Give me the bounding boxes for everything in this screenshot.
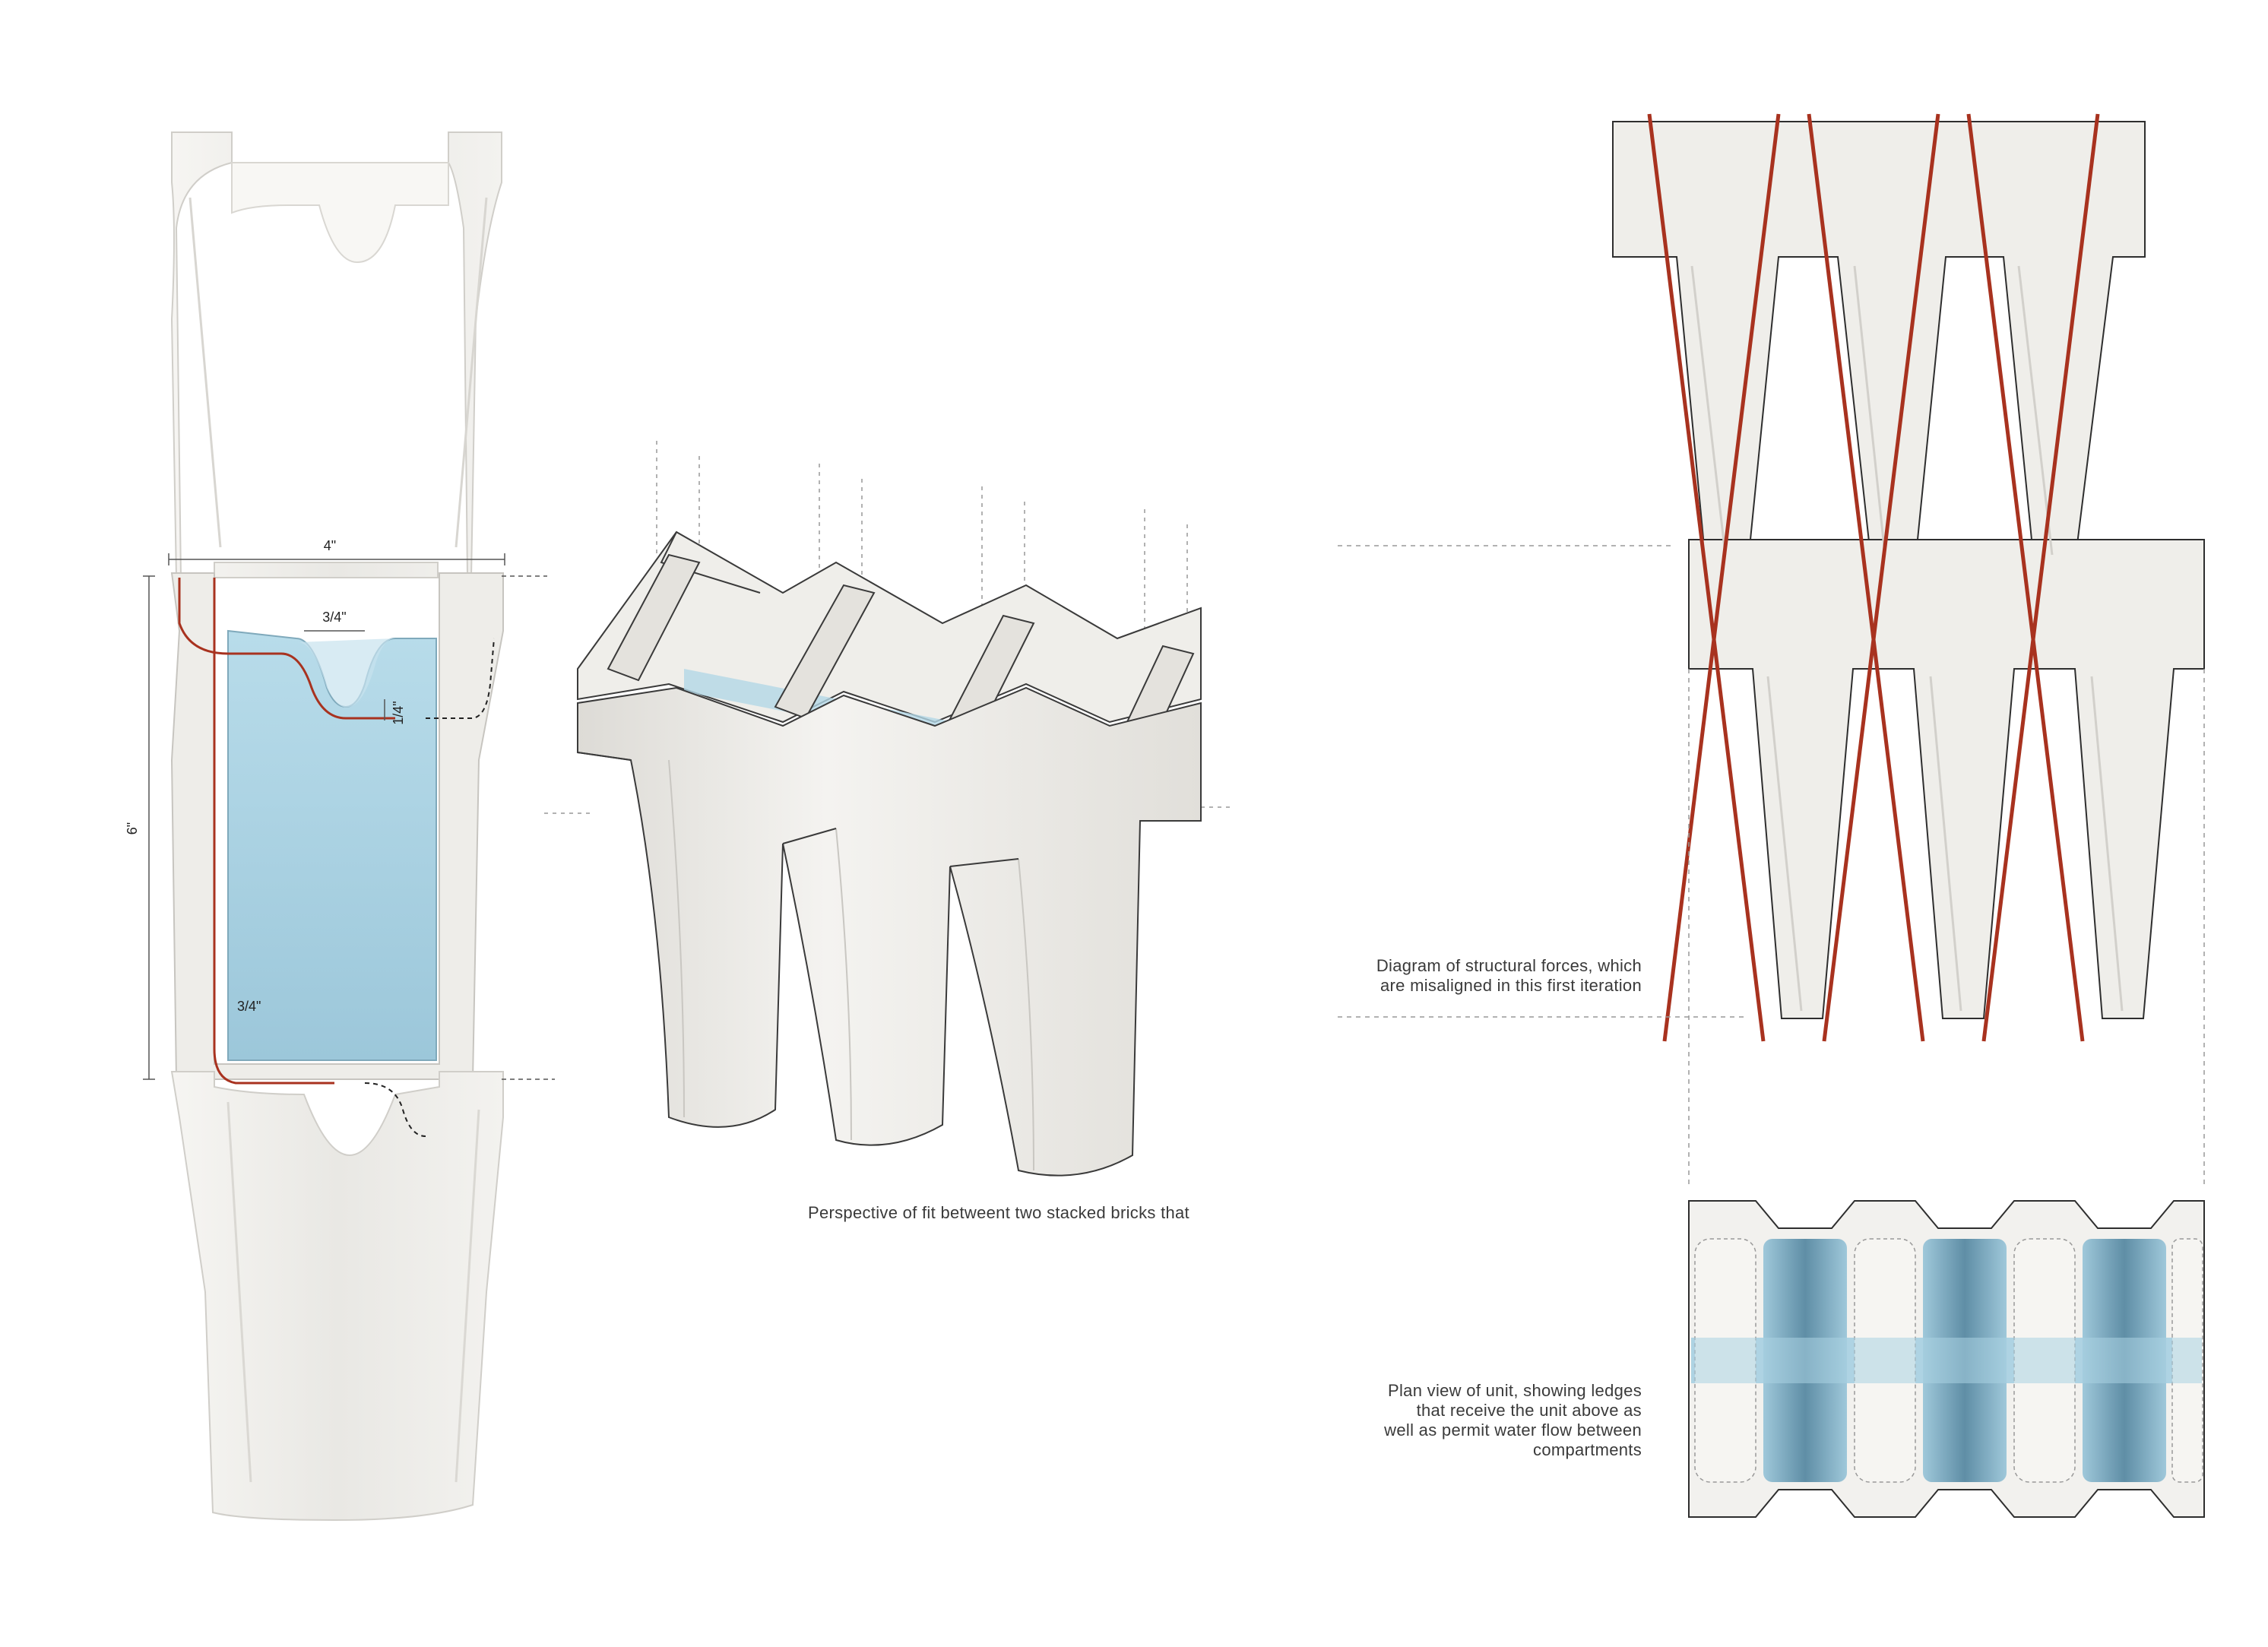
section-dashed-profile [364,638,495,1137]
dim-width: 4" [324,538,336,553]
caption-plan-line-4: compartments [1533,1440,1642,1459]
dim-wall: 3/4" [237,999,261,1014]
force-lines [1647,113,2100,1042]
dim-notch-depth: 1/4" [391,701,406,724]
dim-notch-width: 3/4" [322,610,346,625]
section-force-line-top [178,578,395,720]
plan-drawing [1688,1200,2205,1518]
middle-brick [170,572,504,1080]
caption-forces-line-2: are misaligned in this first iteration [1380,976,1642,995]
perspective-drawing [544,441,1231,1177]
caption-plan-line-2: that receive the unit above as [1416,1401,1642,1420]
caption-perspective: Perspective of fit betweent two stacked … [808,1203,1189,1222]
lower-brick [170,1071,504,1522]
dim-height: 6" [125,822,140,835]
section-force-line [213,578,334,1085]
dimension-lines [143,553,555,1080]
upper-brick [170,131,502,578]
caption-plan-line-1: Plan view of unit, showing ledges [1388,1381,1642,1400]
caption-forces: Diagram of structural forces, which are … [1262,956,1642,996]
section-drawing: 4" 3/4" 1/4" 6" 3/4" [125,131,555,1522]
caption-plan-line-3: well as permit water flow between [1384,1421,1642,1440]
caption-forces-line-1: Diagram of structural forces, which [1376,956,1642,975]
caption-plan: Plan view of unit, showing ledges that r… [1262,1381,1642,1460]
forces-drawing [1338,113,2205,1186]
